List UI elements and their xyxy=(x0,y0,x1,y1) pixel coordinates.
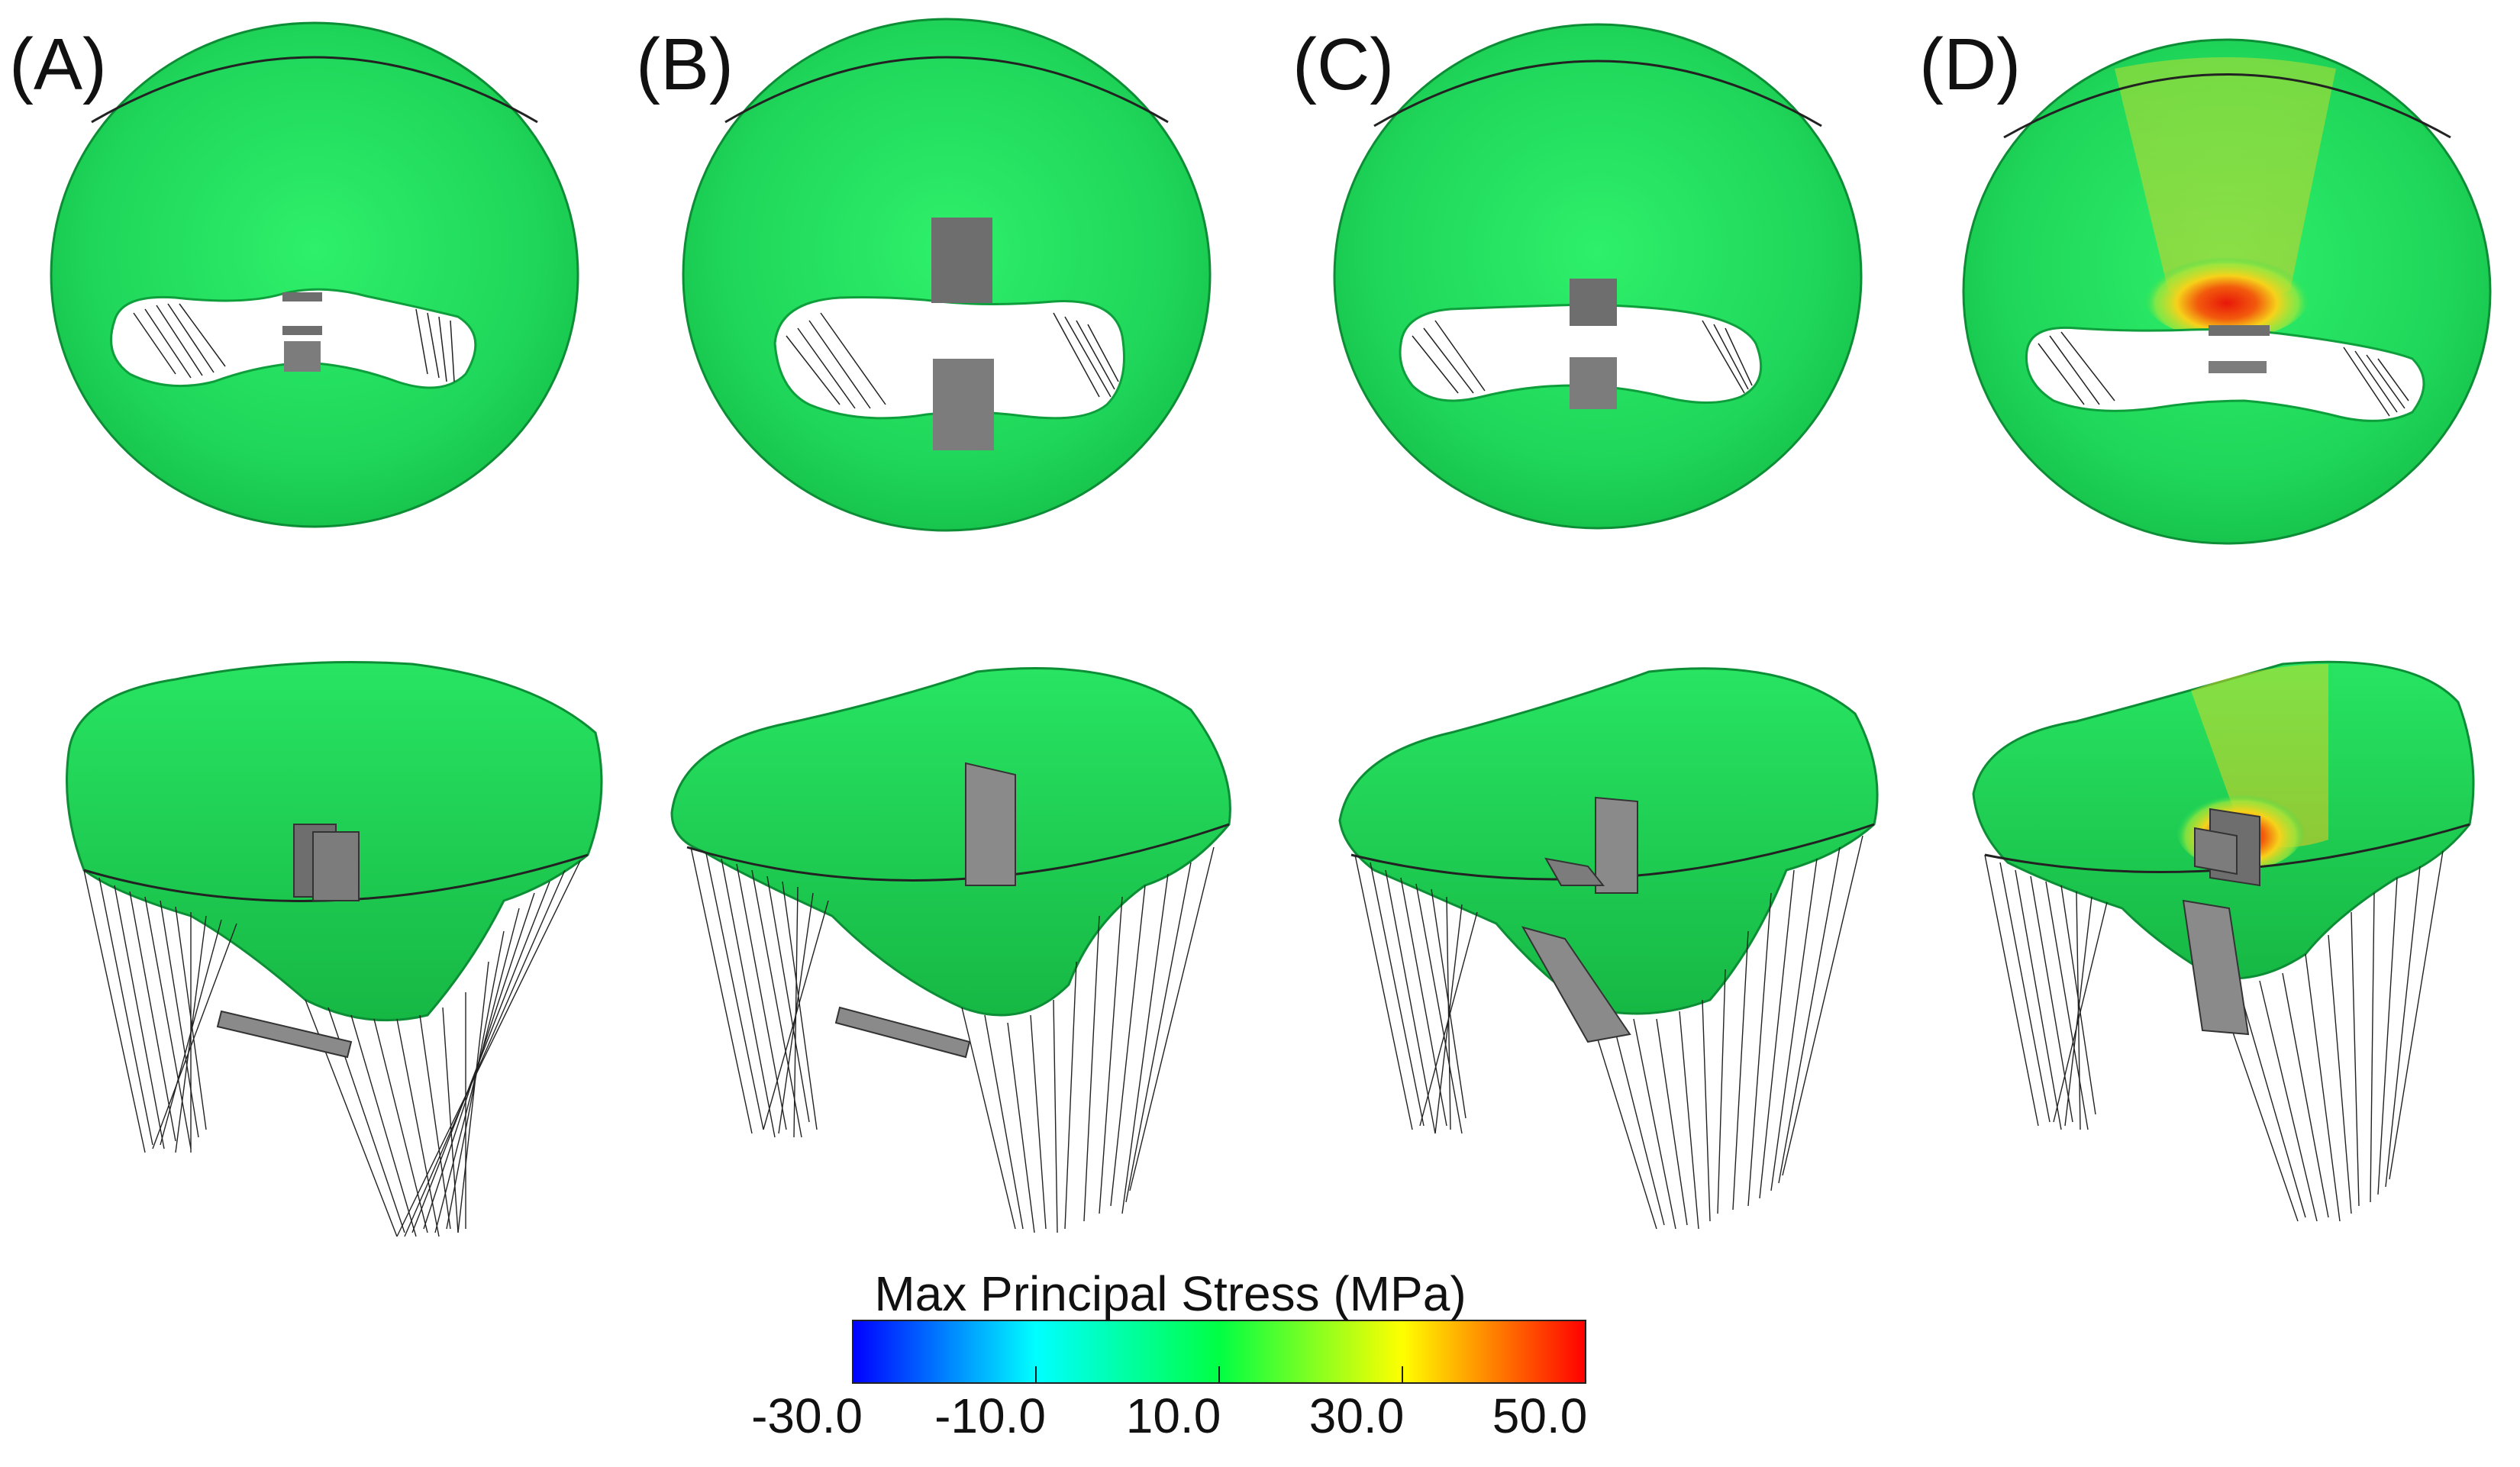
clip-device xyxy=(931,218,992,303)
valve-orifice xyxy=(110,288,477,389)
clip-device xyxy=(1521,926,1631,1043)
chordae-lines xyxy=(133,303,455,382)
clip-device xyxy=(2194,827,2238,875)
panel-label-d: (D) xyxy=(1919,24,2021,105)
clip-device xyxy=(933,359,994,450)
clip-device xyxy=(2182,899,2250,1036)
panel-a-side-view xyxy=(66,661,603,1237)
colorbar-tick-label: 50.0 xyxy=(1492,1388,1588,1443)
clip-device xyxy=(1570,279,1617,326)
panel-d-top-view xyxy=(1962,38,2492,545)
leaflet-saddle xyxy=(670,667,1231,1017)
annulus-ring xyxy=(686,823,1230,882)
colorbar-tick-label: -10.0 xyxy=(934,1388,1046,1443)
chordae-lines xyxy=(1984,850,2444,1222)
clip-device xyxy=(2209,325,2270,336)
panel-a-top-view xyxy=(50,21,579,528)
chordae-lines xyxy=(83,860,581,1237)
peak-stress-region xyxy=(2143,248,2311,340)
panel-label-a: (A) xyxy=(9,24,107,105)
clip-device xyxy=(284,341,321,372)
valve-annulus xyxy=(50,21,579,528)
clip-device xyxy=(1595,796,1638,894)
elevated-stress-band xyxy=(2191,664,2328,847)
panel-b-top-view xyxy=(682,18,1212,532)
chordae-lines xyxy=(1412,320,1753,394)
annulus-ring xyxy=(91,56,538,124)
valve-orifice xyxy=(1399,304,1763,404)
annulus-ring xyxy=(724,56,1169,124)
panel-label-b: (B) xyxy=(636,24,734,105)
chordae-lines xyxy=(1354,835,1863,1230)
valve-orifice xyxy=(2025,326,2425,422)
elevated-stress-band xyxy=(2115,57,2336,305)
chordae-lines xyxy=(690,846,1215,1233)
panel-d-side-view xyxy=(1972,660,2475,1222)
clip-device xyxy=(282,292,322,301)
valve-annulus xyxy=(1333,23,1863,530)
clip-device xyxy=(2209,361,2267,373)
colorbar-tick-label: 30.0 xyxy=(1308,1388,1405,1443)
chordae-lines xyxy=(2038,331,2409,417)
panel-c-side-view xyxy=(1338,667,1879,1230)
chordae-lines xyxy=(786,312,1119,409)
annulus-ring xyxy=(2003,73,2451,139)
valve-orifice xyxy=(773,296,1125,420)
colorbar-tick-marks xyxy=(852,1366,1586,1383)
panel-c-top-view xyxy=(1333,23,1863,530)
annulus-ring xyxy=(1373,60,1822,127)
clip-device xyxy=(1544,857,1605,886)
clip-device xyxy=(834,1006,971,1059)
panel-label-c: (C) xyxy=(1292,24,1395,105)
colorbar-tick-label: 10.0 xyxy=(1125,1388,1221,1443)
clip-device xyxy=(216,1010,353,1059)
colorbar-title: Max Principal Stress (MPa) xyxy=(874,1266,1467,1321)
clip-device xyxy=(312,831,360,901)
clip-device xyxy=(282,326,322,335)
clip-device xyxy=(1570,357,1617,409)
panel-b-side-view xyxy=(670,667,1231,1233)
colorbar-tick-label: -30.0 xyxy=(751,1388,863,1443)
clip-device xyxy=(965,762,1016,886)
